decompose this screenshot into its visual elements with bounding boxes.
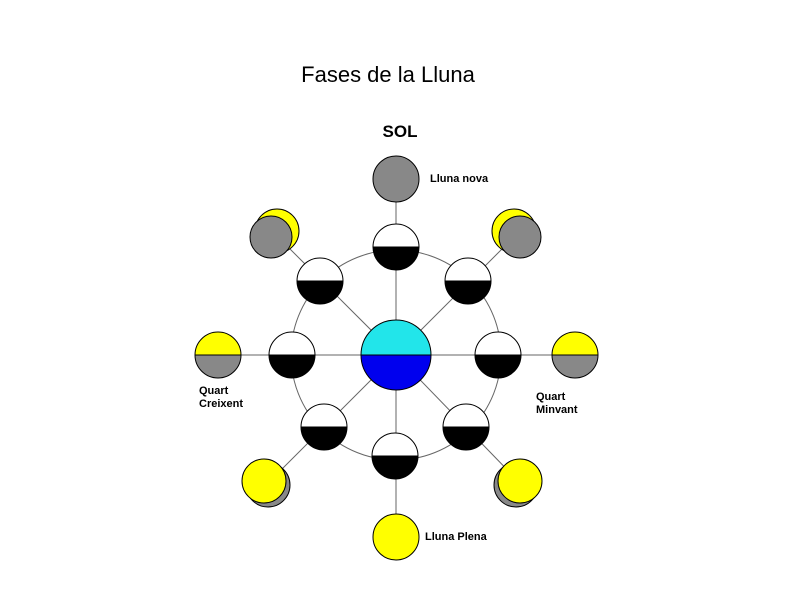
orbit-moon-bottom bbox=[371, 432, 419, 480]
page-title: Fases de la Lluna bbox=[301, 62, 475, 87]
orbit-moon-bottom-right bbox=[442, 403, 490, 451]
label-last-quarter-line1: Quart bbox=[536, 391, 566, 403]
label-last-quarter-line2: Minvant bbox=[536, 404, 578, 416]
phase-last-quarter bbox=[551, 331, 599, 379]
phase-full-moon bbox=[372, 513, 420, 561]
label-last-quarter: Quart Minvant bbox=[536, 391, 578, 417]
label-full-moon: Lluna Plena bbox=[425, 531, 487, 543]
phase-new-moon bbox=[372, 155, 420, 203]
sun-label: SOL bbox=[382, 122, 418, 141]
orbit-moon-right bbox=[474, 331, 522, 379]
orbit-moon-bottom-left bbox=[300, 403, 348, 451]
label-first-quarter: Quart Creixent bbox=[199, 385, 243, 411]
orbit-moon-top bbox=[372, 223, 420, 271]
phase-bottom-right bbox=[493, 458, 543, 508]
earth-day-half bbox=[360, 319, 432, 356]
orbit-moon-left bbox=[268, 331, 316, 379]
label-first-quarter-line1: Quart bbox=[199, 385, 229, 397]
orbit-moons bbox=[268, 223, 522, 480]
orbit-moon-top-left bbox=[296, 257, 344, 305]
orbit-moon-top-right bbox=[444, 257, 492, 305]
phase-top-left bbox=[249, 208, 300, 259]
label-first-quarter-line2: Creixent bbox=[199, 398, 244, 410]
phase-bottom-left bbox=[241, 458, 291, 508]
earth-night-half bbox=[360, 354, 432, 391]
earth bbox=[360, 319, 432, 391]
label-new-moon: Lluna nova bbox=[430, 173, 489, 185]
phase-views bbox=[194, 155, 599, 561]
phase-first-quarter bbox=[194, 331, 242, 379]
phase-top-right bbox=[491, 208, 542, 259]
